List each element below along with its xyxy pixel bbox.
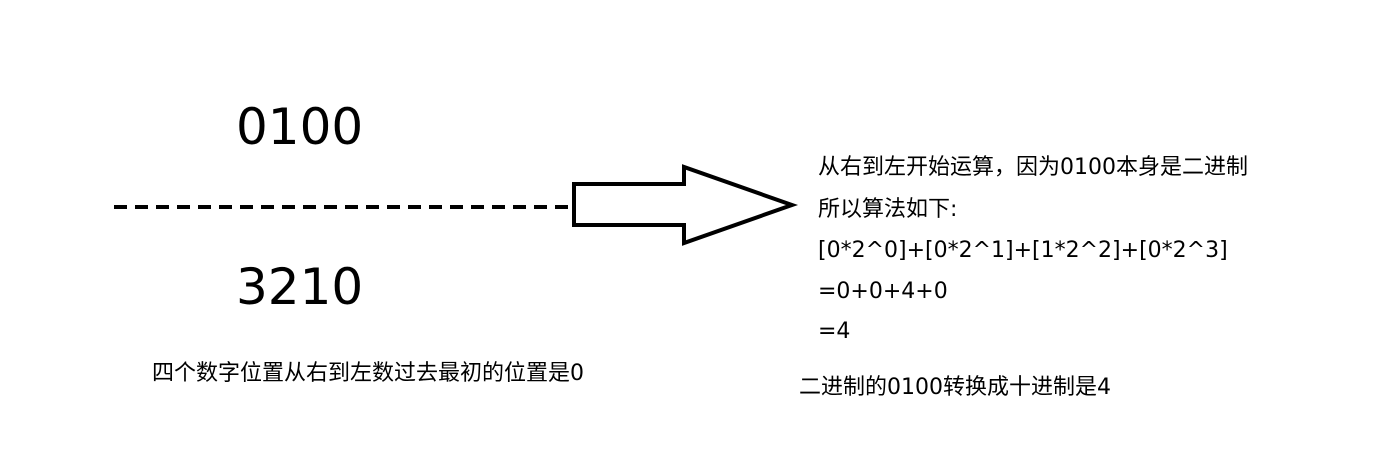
explanation-sum: =0+0+4+0 (818, 279, 948, 304)
explanation-result: =4 (818, 319, 851, 344)
right-arrow-icon (572, 164, 799, 246)
binary-number: 0100 (236, 98, 364, 156)
explanation-intro: 从右到左开始运算，因为0100本身是二进制 (818, 155, 1248, 180)
explanation-block: 从右到左开始运算，因为0100本身是二进制 所以算法如下: [0*2^0]+[0… (818, 0, 1378, 453)
conclusion-text: 二进制的0100转换成十进制是4 (799, 375, 1111, 400)
explanation-formula: [0*2^0]+[0*2^1]+[1*2^2]+[0*2^3] (818, 238, 1228, 263)
position-note: 四个数字位置从右到左数过去最初的位置是0 (152, 361, 584, 386)
position-indices: 3210 (236, 258, 364, 316)
explanation-method: 所以算法如下: (818, 197, 958, 222)
